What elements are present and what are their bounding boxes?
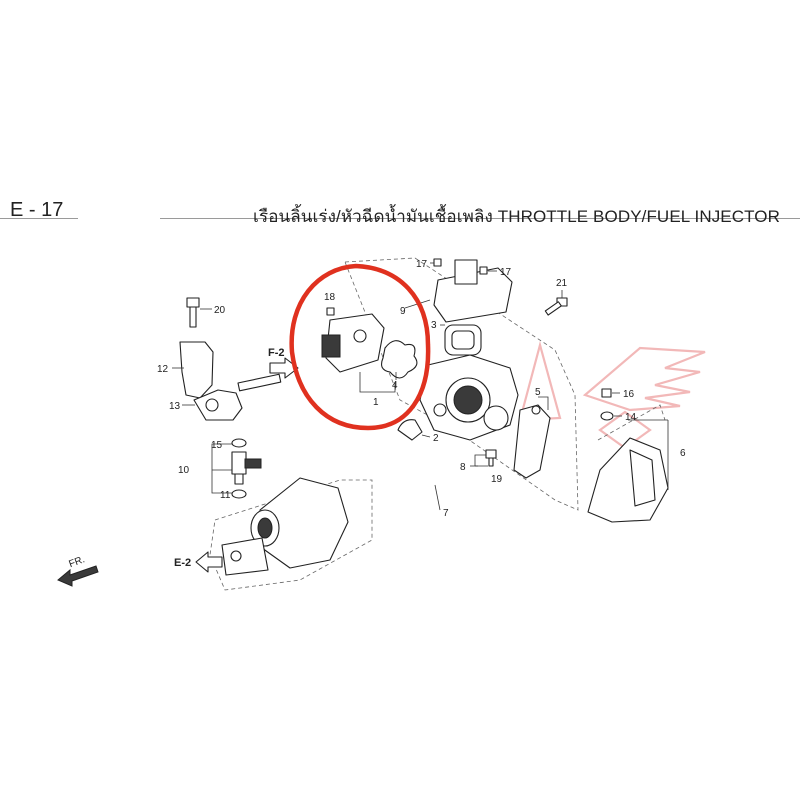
bracket-5 — [513, 396, 551, 479]
bolt-20 — [186, 297, 212, 328]
throttle-body-7 — [419, 354, 519, 441]
callout-1: 1 — [373, 397, 379, 408]
callout-17b: 17 — [500, 267, 512, 278]
throttle-cover-6 — [587, 419, 669, 523]
callout-6: 6 — [680, 448, 686, 459]
section-code: E - 17 — [10, 199, 64, 221]
callout-18: 18 — [324, 292, 336, 303]
header-rule-right — [160, 218, 800, 219]
section-title: เรือนลิ้นเร่ง/หัวฉีดน้ำมันเชื้อเพลิง THR… — [253, 207, 780, 226]
leader-7 — [434, 484, 441, 511]
bracket-12 — [172, 341, 214, 399]
callout-4: 4 — [392, 380, 398, 391]
callout-15: 15 — [211, 440, 223, 451]
washer-14 — [600, 411, 622, 421]
callout-12: 12 — [157, 364, 169, 375]
o-ring-4 — [381, 340, 418, 379]
f2-reference-label: F-2 — [268, 347, 285, 359]
holder-13 — [182, 373, 282, 421]
e2-reference-arrow — [195, 551, 223, 573]
callout-9: 9 — [400, 306, 406, 317]
highlight-circle — [289, 263, 431, 431]
front-direction-arrow — [57, 565, 99, 587]
callout-10: 10 — [178, 465, 190, 476]
callout-19: 19 — [491, 474, 503, 485]
callout-14: 14 — [625, 412, 637, 423]
gasket-3 — [440, 324, 482, 356]
sensor-assembly-1 — [321, 307, 385, 373]
hose-clamp-2 — [397, 419, 431, 441]
callout-5: 5 — [535, 387, 541, 398]
bolt-21 — [544, 290, 568, 316]
callout-2: 2 — [433, 433, 439, 444]
front-label: FR. — [68, 554, 87, 570]
intake-manifold — [221, 477, 349, 576]
section-header: E - 17 เรือนลิ้นเร่ง/หัวฉีดน้ำมันเชื้อเพ… — [0, 178, 800, 240]
callout-13: 13 — [169, 401, 181, 412]
callout-8: 8 — [460, 462, 466, 473]
header-rule-left — [0, 218, 78, 219]
bolt-16 — [601, 388, 620, 398]
callout-16: 16 — [623, 389, 635, 400]
e2-reference-label: E-2 — [174, 557, 191, 569]
screw-17b — [479, 266, 497, 275]
callout-7: 7 — [443, 508, 449, 519]
callout-20: 20 — [214, 305, 226, 316]
cover-outline — [597, 404, 666, 441]
callout-11: 11 — [220, 490, 231, 501]
assembly-outline — [344, 257, 579, 511]
tps-9 — [404, 259, 513, 323]
leader-1 — [359, 372, 396, 393]
callout-17a: 17 — [416, 259, 428, 270]
callout-21: 21 — [556, 278, 568, 289]
screw-17a — [430, 258, 442, 267]
fuel-injector-10 — [211, 438, 262, 499]
f2-reference-arrow — [269, 357, 299, 379]
callout-3: 3 — [431, 320, 437, 331]
bolt-19 — [474, 449, 497, 467]
